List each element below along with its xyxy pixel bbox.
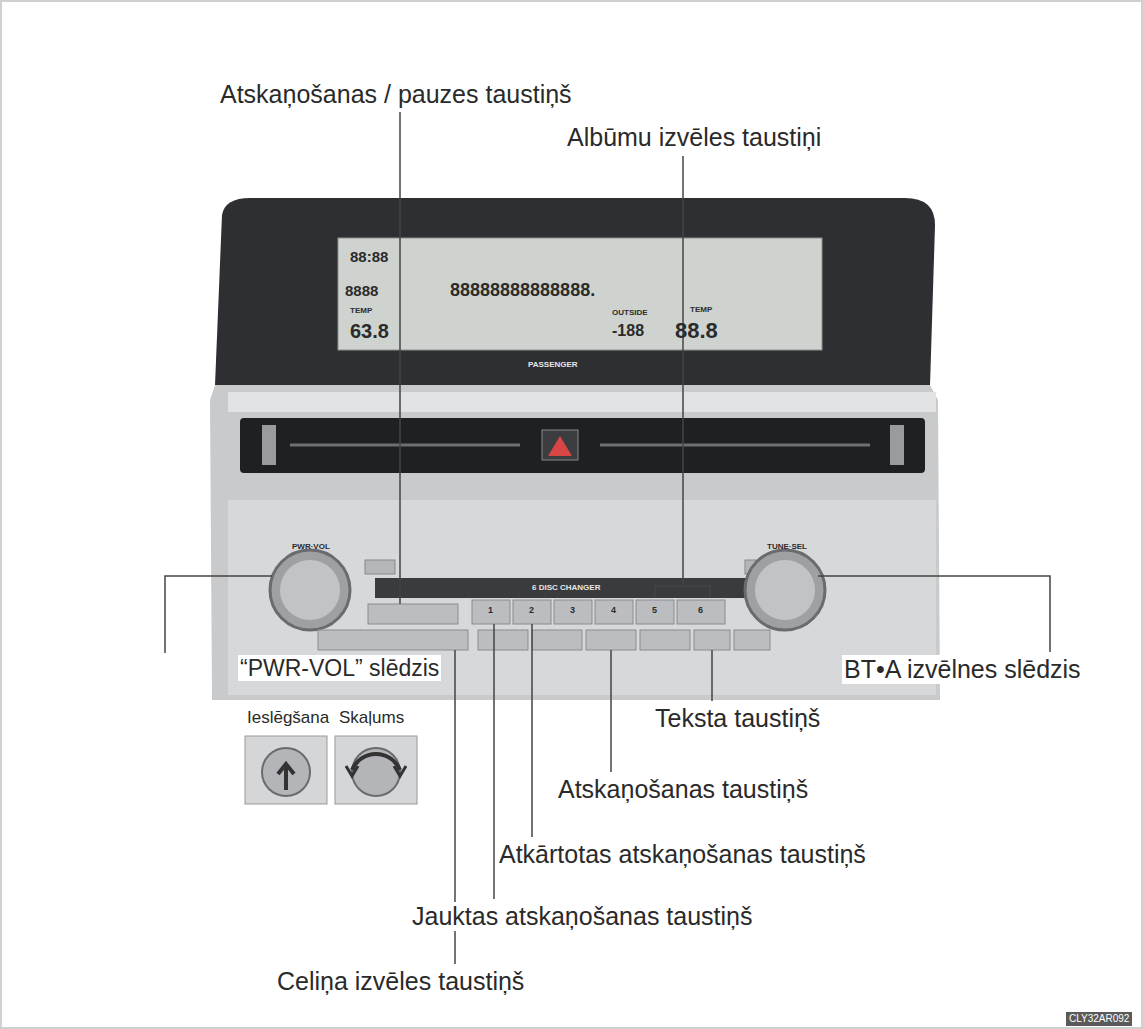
leader-line [399,112,401,604]
leader-line [818,576,1050,652]
button [586,630,636,650]
lcd-text: 88:88 [350,248,388,265]
display-bezel [215,198,935,385]
callout-label: “PWR-VOL” slēdzis [238,655,441,681]
button-number: 5 [652,605,657,615]
knob-insets [245,736,417,804]
button [595,600,633,624]
button [554,600,592,624]
button-number: 1 [488,605,493,615]
lcd-text: OUTSIDE [612,308,648,317]
pwr-vol-knob [270,550,350,630]
knob [262,748,310,796]
text-button [694,630,730,650]
panel-text: 6 DISC CHANGER [532,583,600,592]
leader-line [493,624,495,899]
callout-label: Atskaņošanas / pauzes taustiņš [218,80,574,109]
button-number: 6 [698,605,703,615]
hazard-symbol [548,436,572,456]
panel-text: PWR·VOL [292,542,330,551]
lcd-text: TEMP [690,305,712,314]
press-arrow [278,764,294,790]
trim [228,392,936,412]
seek-track-button [318,630,468,650]
hazard-button [542,430,578,460]
panel-body [210,385,940,700]
tune-sel-knob [745,550,825,630]
callout-label: Albūmu izvēles taustiņi [565,123,823,152]
knob-face [755,560,815,620]
leader-line [165,576,272,653]
callout-label: Atkārtotas atskaņošanas taustiņš [497,840,868,869]
leader-line [711,650,713,701]
eject-button [365,560,395,574]
button [636,600,674,624]
arrowheads [346,766,406,776]
lcd-text: 88.8 [675,318,718,343]
leader-line [531,624,533,837]
leader-line [610,650,612,772]
button-number: 4 [611,605,616,615]
control-face [228,500,936,695]
bracket [655,586,710,598]
button-number: 3 [570,605,575,615]
disc-slot [375,578,765,598]
callout-label: Celiņa izvēles taustiņš [275,967,526,996]
button [677,600,725,624]
button [532,630,582,650]
knob-face [280,560,340,620]
lcd-text: 63.8 [350,320,389,343]
lcd-text: TEMP [350,306,372,315]
inset-photo [335,736,417,804]
knob [352,748,400,796]
inset-photo [245,736,327,804]
preset-buttons [472,600,725,624]
button [640,630,690,650]
vent-tab [262,425,276,465]
leader-lines [165,112,1050,964]
lcd-screen [338,238,822,350]
vent-slat [290,444,520,447]
leader-line [682,156,684,586]
button [478,630,528,650]
image-code: CLY32AR092 [1066,1012,1132,1026]
lower-buttons [318,630,770,650]
vent-slat [600,444,870,447]
panel-text: TUNE·SEL [767,542,807,551]
callout-label: Ieslēgšana [245,708,331,728]
lcd-text: -188 [612,322,644,340]
play-pause-button [368,604,458,624]
vent [240,418,925,473]
vent-tab [890,425,904,465]
button [734,630,770,650]
turn-arrow [352,754,400,770]
callout-label: Teksta taustiņš [653,704,822,733]
lcd-text: 88888888888888. [450,280,595,301]
button-number: 2 [529,605,534,615]
audio-panel [210,198,940,700]
callout-label: BT•A izvēlnes slēdzis [842,655,1083,684]
callout-label: Atskaņošanas taustiņš [556,775,810,804]
callout-label: Skaļums [337,708,406,728]
callout-label: Jauktas atskaņošanas taustiņš [410,902,754,931]
button [472,600,510,624]
lcd-text: 8888 [345,282,378,299]
button [513,600,551,624]
panel-text: PASSENGER [528,360,578,369]
